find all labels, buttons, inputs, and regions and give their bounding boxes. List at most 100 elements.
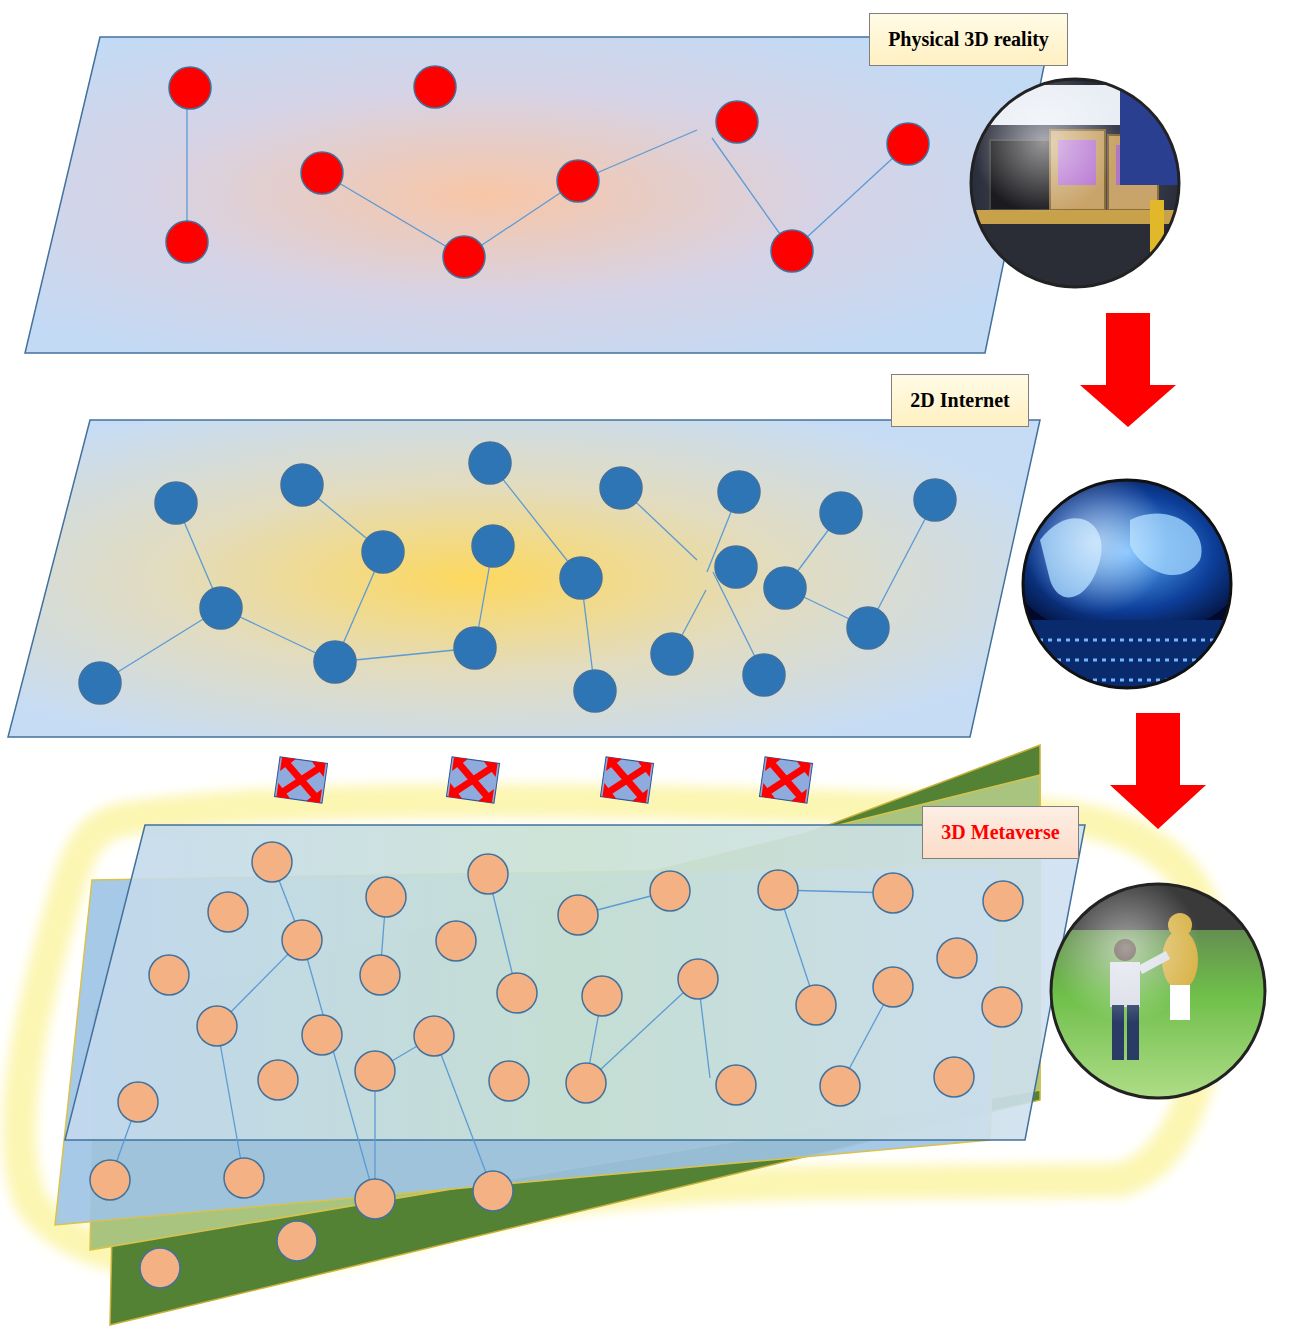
internet-plane: [8, 420, 1040, 737]
printer-photo: [960, 70, 1190, 300]
globe-photo: [1023, 480, 1231, 688]
internet-dot: [743, 654, 785, 696]
layer-label: 2D Internet: [891, 374, 1029, 427]
metaverse-dot: [982, 987, 1022, 1027]
crossing-icon: [274, 757, 327, 803]
metaverse-dot: [937, 938, 977, 978]
internet-dot: [820, 492, 862, 534]
crossing-icon: [768, 764, 804, 796]
metaverse-links: [434, 1036, 493, 1191]
globe-photo: [1015, 475, 1245, 705]
printer-photo: [971, 79, 1179, 287]
internet-dot: [281, 464, 323, 506]
reality-plane: [25, 37, 1050, 353]
metaverse-dot: [140, 1248, 180, 1288]
metaverse-dot: [436, 921, 476, 961]
crossing-icon: [761, 757, 810, 803]
crossing-icon: [276, 757, 325, 803]
metaverse-dot: [650, 871, 690, 911]
metaverse-dot: [197, 1006, 237, 1046]
reality-links: [792, 144, 908, 251]
metaverse-dot: [558, 895, 598, 935]
metaverse-dot: [302, 1015, 342, 1055]
reality-dot: [887, 123, 929, 165]
crossing-icon: [448, 757, 497, 803]
crossing-icon: [759, 757, 812, 803]
metaverse-dot: [582, 976, 622, 1016]
internet-dot: [155, 482, 197, 524]
metaverse-dot: [258, 1060, 298, 1100]
crossing-icon: [600, 757, 653, 803]
metaverse-dot: [252, 842, 292, 882]
metaverse-dot: [224, 1158, 264, 1198]
layer-label: Physical 3D reality: [869, 13, 1068, 66]
internet-dot: [200, 587, 242, 629]
reality-dot: [169, 67, 211, 109]
flow-arrow: [1080, 313, 1176, 427]
reality-dot: [414, 66, 456, 108]
vr-photo: [1045, 880, 1275, 1110]
internet-dot: [79, 662, 121, 704]
flow-arrow: [1110, 713, 1206, 829]
metaverse-plane: [65, 825, 1085, 1140]
metaverse-dot: [678, 959, 718, 999]
internet-dot: [574, 670, 616, 712]
metaverse-dot: [282, 920, 322, 960]
metaverse-dot: [566, 1063, 606, 1103]
crossing-icon: [609, 764, 645, 796]
layer-title: Physical 3D reality: [888, 28, 1049, 51]
internet-dot: [600, 467, 642, 509]
metaverse-dot: [758, 870, 798, 910]
internet-dot: [715, 546, 757, 588]
printer-photo: [960, 70, 1190, 304]
flow-arrow: [1080, 313, 1206, 829]
internet-dot: [454, 627, 496, 669]
metaverse-dot: [473, 1171, 513, 1211]
internet-dot: [651, 633, 693, 675]
metaverse-dot: [934, 1057, 974, 1097]
internet-dot: [472, 525, 514, 567]
vr-photo: [1051, 884, 1265, 1098]
metaverse-dot: [366, 877, 406, 917]
metaverse-dot: [277, 1221, 317, 1261]
crossing-icon: [600, 757, 653, 803]
reality-dot: [443, 236, 485, 278]
metaverse-dot: [90, 1160, 130, 1200]
vr-photo: [1045, 880, 1275, 1110]
metaverse-dot: [149, 955, 189, 995]
reality-dot: [716, 101, 758, 143]
crossing-icon: [446, 757, 499, 803]
metaverse-dot: [716, 1065, 756, 1105]
metaverse-dot: [90, 842, 1023, 1288]
layer-title: 3D Metaverse: [941, 821, 1060, 844]
crossing-icon: [274, 757, 327, 803]
metaverse-dot: [873, 873, 913, 913]
crossing-icon: [602, 757, 651, 803]
vr-photo: [1051, 884, 1265, 1098]
printer-photo: [971, 79, 1179, 287]
crossing-icon: [283, 764, 319, 796]
metaverse-dot: [355, 1051, 395, 1091]
internet-dot: [914, 479, 956, 521]
crossing-icon: [274, 757, 812, 803]
metaverse-dot: [414, 1016, 454, 1056]
metaverse-links: [217, 1026, 244, 1178]
internet-dot: [314, 641, 356, 683]
reality-dot: [301, 152, 343, 194]
globe-photo: [1007, 475, 1247, 705]
crossing-icon: [455, 764, 491, 796]
metaverse-dot: [497, 973, 537, 1013]
internet-dot: [560, 557, 602, 599]
internet-plane: [8, 420, 1040, 737]
metaverse-dot: [983, 881, 1023, 921]
internet-dot: [79, 442, 956, 712]
reality-dot: [557, 160, 599, 202]
layer-label: 3D Metaverse: [922, 806, 1079, 859]
metaverse-plane: [65, 825, 1085, 1140]
reality-plane: [25, 37, 1050, 353]
printer-photo: [960, 70, 1190, 304]
metaverse-dot: [208, 892, 248, 932]
reality-links: [322, 173, 464, 257]
internet-dot: [718, 471, 760, 513]
metaverse-links: [110, 862, 893, 1199]
